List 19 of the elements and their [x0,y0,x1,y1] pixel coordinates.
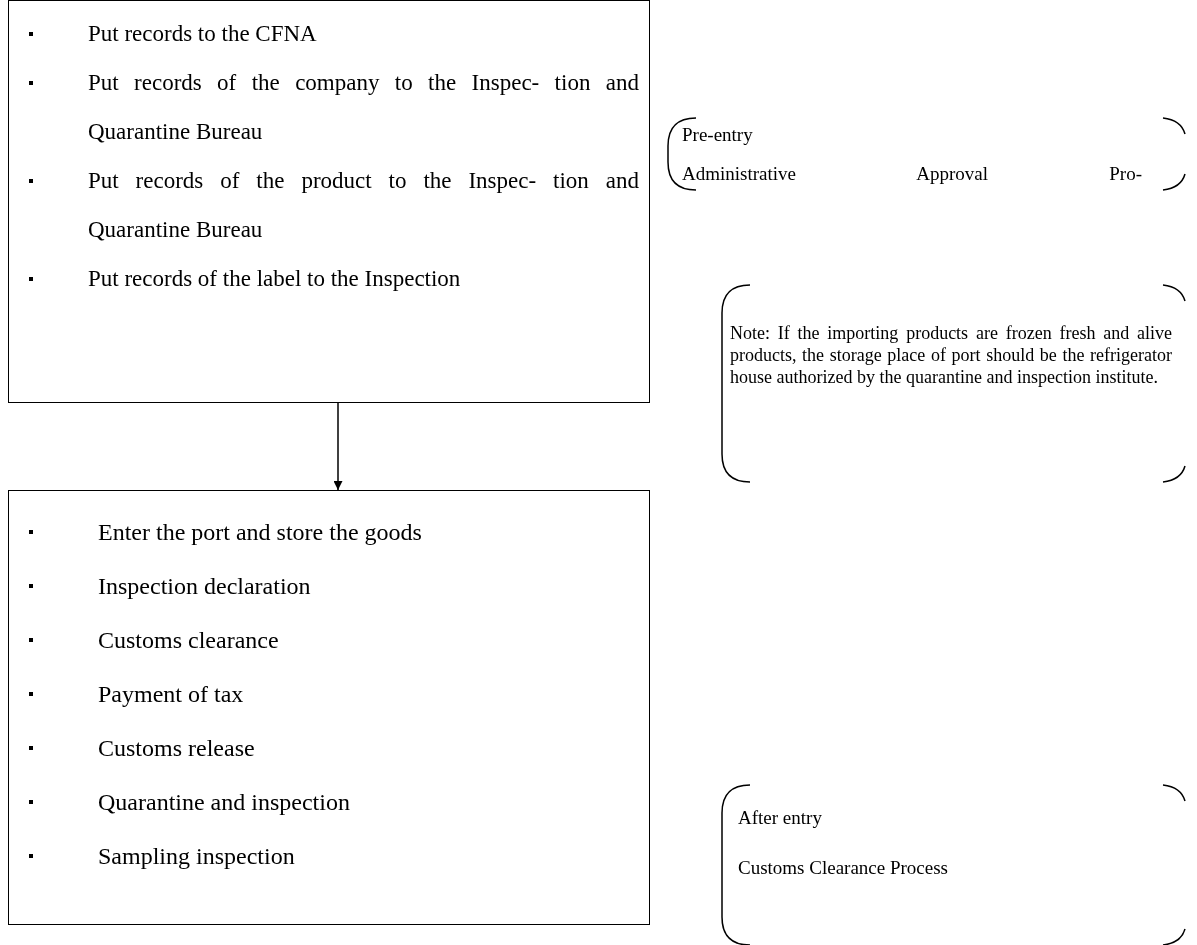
list-item: Put records of the company to the Inspec- tion and Quarantine Bureau [88,69,639,146]
arrow [333,402,343,491]
process-box [8,0,650,403]
list-item: Sampling inspection [98,842,296,871]
list-item: Put records to the CFNA [88,20,318,48]
list-item: Customs release [98,734,256,763]
list-item: Put records of the product to the Inspec- tion and Quarantine Bureau [88,167,639,244]
bracket-heading: Pre-entry [682,123,754,147]
bracket-text: Customs Clearance Process [738,856,949,880]
list-item: Enter the port and store the goods [98,518,423,547]
list-item: Payment of tax [98,680,245,709]
process-box [8,490,650,925]
bracket-text: Note: If the importing products are frozen fresh and alive products, the storage place of port should be the refrigerator house authorized by the quarantine and inspection institute. [730,322,1172,388]
list-item: Put records of the label to the Inspection [88,265,462,293]
list-item: Inspection declaration [98,572,312,601]
list-item: Customs clearance [98,626,280,655]
bracket-heading: After entry [738,806,823,830]
list-item: Quarantine and inspection [98,788,351,817]
bracket-text: Administrative Approval Pro- [682,162,1142,186]
